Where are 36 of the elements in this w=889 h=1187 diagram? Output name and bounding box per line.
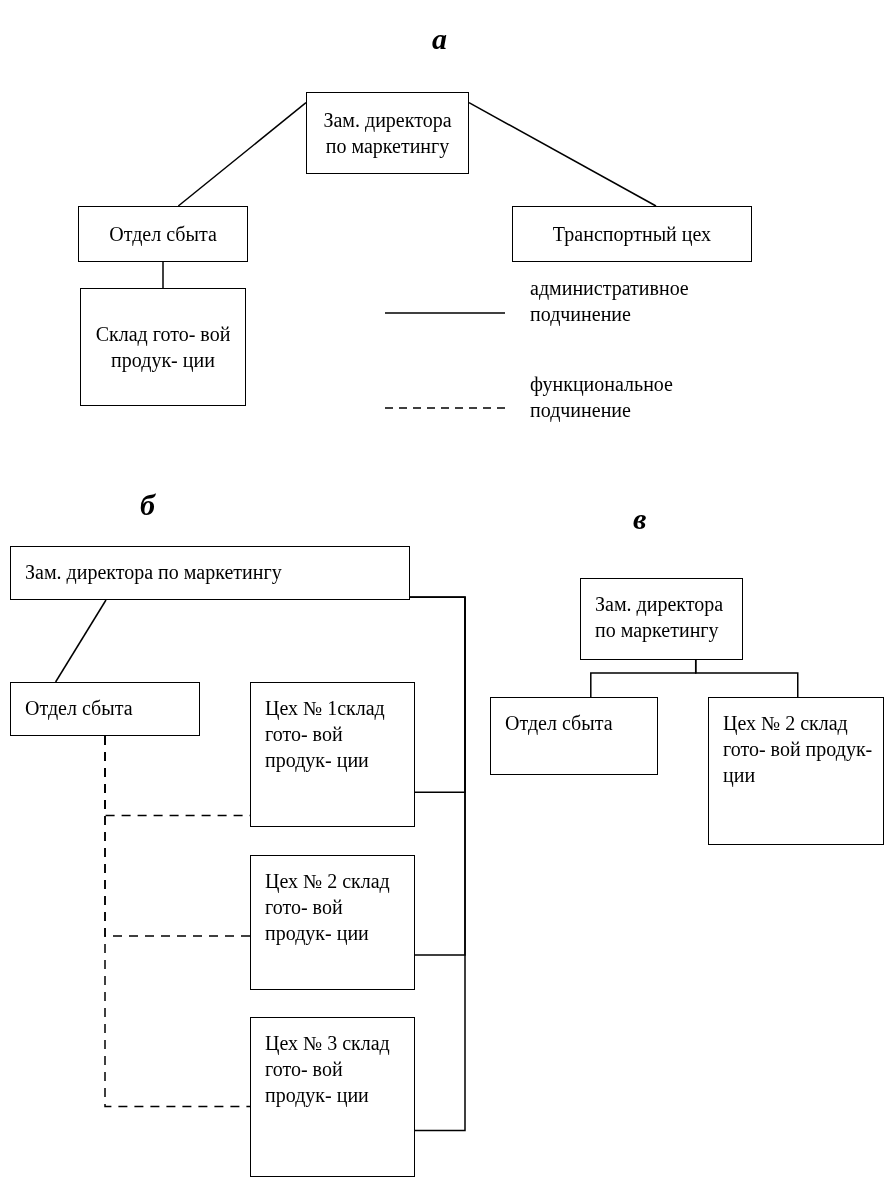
box-text: Транспортный цех xyxy=(551,222,713,247)
org-box xyxy=(10,546,410,600)
org-box xyxy=(250,682,415,827)
box-text: Цех № 2 склад гото- вой продук- ции xyxy=(723,711,874,788)
box-text: Цех № 3 склад гото- вой продук- ции xyxy=(265,1031,391,1108)
connector xyxy=(468,101,657,207)
org-box xyxy=(78,206,248,262)
org-box xyxy=(306,92,469,174)
org-box xyxy=(580,578,743,660)
panel-letter: в xyxy=(633,502,647,536)
box-text: Зам. директора по маркетингу xyxy=(322,108,453,159)
connector xyxy=(54,599,107,683)
panel-letter: б xyxy=(140,488,155,522)
dashed-connector xyxy=(104,735,251,1108)
connector xyxy=(177,101,307,207)
legend-text: функциональное подчинение xyxy=(530,372,674,423)
org-box xyxy=(490,697,658,775)
org-box xyxy=(250,855,415,990)
org-box xyxy=(708,697,884,845)
connector xyxy=(162,261,164,289)
org-box xyxy=(10,682,200,736)
box-text: Отдел сбыта xyxy=(505,711,614,736)
box-text: Склад гото- вой продук- ции xyxy=(94,322,232,373)
box-text: Отдел сбыта xyxy=(108,222,218,247)
box-text: Отдел сбыта xyxy=(25,696,134,721)
box-text: Цех № 1склад гото- вой продук- ции xyxy=(265,696,386,773)
connector xyxy=(695,659,799,698)
panel-letter: а xyxy=(432,22,447,56)
box-text: Цех № 2 склад гото- вой продук- ции xyxy=(265,869,391,946)
box-text: Зам. директора по маркетингу xyxy=(595,592,725,643)
box-text: Зам. директора по маркетингу xyxy=(25,560,283,585)
org-box xyxy=(512,206,752,262)
org-box xyxy=(80,288,246,406)
org-box xyxy=(250,1017,415,1177)
connector xyxy=(409,596,466,1132)
legend-text: административное подчинение xyxy=(530,276,690,327)
